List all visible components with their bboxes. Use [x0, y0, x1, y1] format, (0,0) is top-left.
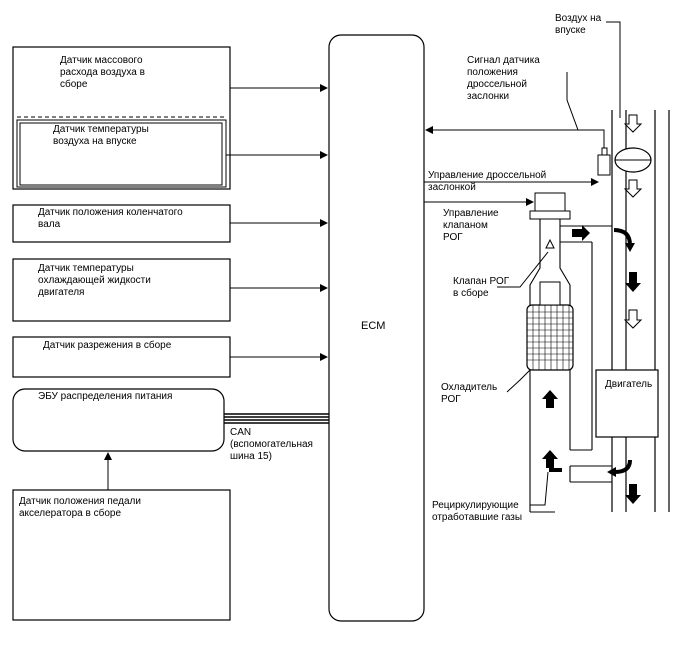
- egr-valve-label: Клапан РОГ в сборе: [453, 276, 510, 299]
- curved-arrow-bottom-head: [607, 467, 616, 477]
- ecm-box: [328, 34, 425, 622]
- egr-actuator: [534, 192, 566, 212]
- can-bus-label: CAN (вспомогательная шина 15): [230, 427, 313, 462]
- ect-sensor-box: [12, 258, 231, 322]
- ect-sensor-label: Датчик температуры охлаждающей жидкости …: [38, 263, 151, 298]
- curved-arrow-top-head: [625, 243, 635, 252]
- engine-label: Двигатель: [605, 379, 653, 390]
- app-sensor-box: [12, 489, 231, 621]
- curved-arrow-top: [613, 228, 632, 246]
- curved-arrow-recirc: [549, 458, 562, 472]
- engine-block: [595, 369, 659, 438]
- egr-passage: [529, 219, 612, 513]
- iat-sensor-outer-box: [16, 119, 227, 188]
- map-sensor-box: [12, 336, 231, 378]
- pdu-ecu-label: ЭБУ распределения питания: [38, 391, 173, 402]
- egr-control-label: Управление клапаном РОГ: [443, 208, 499, 243]
- iat-sensor-inner-box: [19, 122, 223, 186]
- egr-cooler-grid: [527, 305, 573, 370]
- curved-arrow-bottom: [614, 459, 632, 474]
- egr-actuator-base: [529, 210, 571, 220]
- egr-valve-poppet: [545, 238, 555, 249]
- ecm-label: ECM: [361, 320, 386, 332]
- map-sensor-label: Датчик разрежения в сборе: [43, 340, 172, 351]
- egr-cooler-inlet: [539, 281, 561, 306]
- app-sensor-label: Датчик положения педали акселератора в с…: [19, 496, 141, 519]
- throttle-control-label: Управление дроссельной заслонкой: [428, 170, 547, 193]
- iat-sensor-label: Датчик температуры воздуха на впуске: [53, 124, 149, 147]
- maf-sensor-label: Датчик массового расхода воздуха в сборе: [60, 55, 145, 90]
- tps-sensor: [597, 154, 611, 176]
- recirc-gas-label: Рециркулирующие отработавшие газы: [432, 500, 523, 523]
- ckp-sensor-label: Датчик положения коленчатого вала: [38, 207, 183, 230]
- egr-cooler-label: Охладитель РОГ: [441, 382, 498, 405]
- intake-air-arrow-open: [623, 114, 643, 329]
- can-bus-lines: [224, 413, 329, 424]
- tps-connector: [601, 147, 608, 156]
- tps-signal-label: Сигнал датчика положения дроссельной зас…: [467, 55, 540, 102]
- intake-air-label: Воздух на впуске: [555, 13, 602, 36]
- tps-signal-line: [425, 126, 605, 148]
- leader-lines: [497, 21, 621, 506]
